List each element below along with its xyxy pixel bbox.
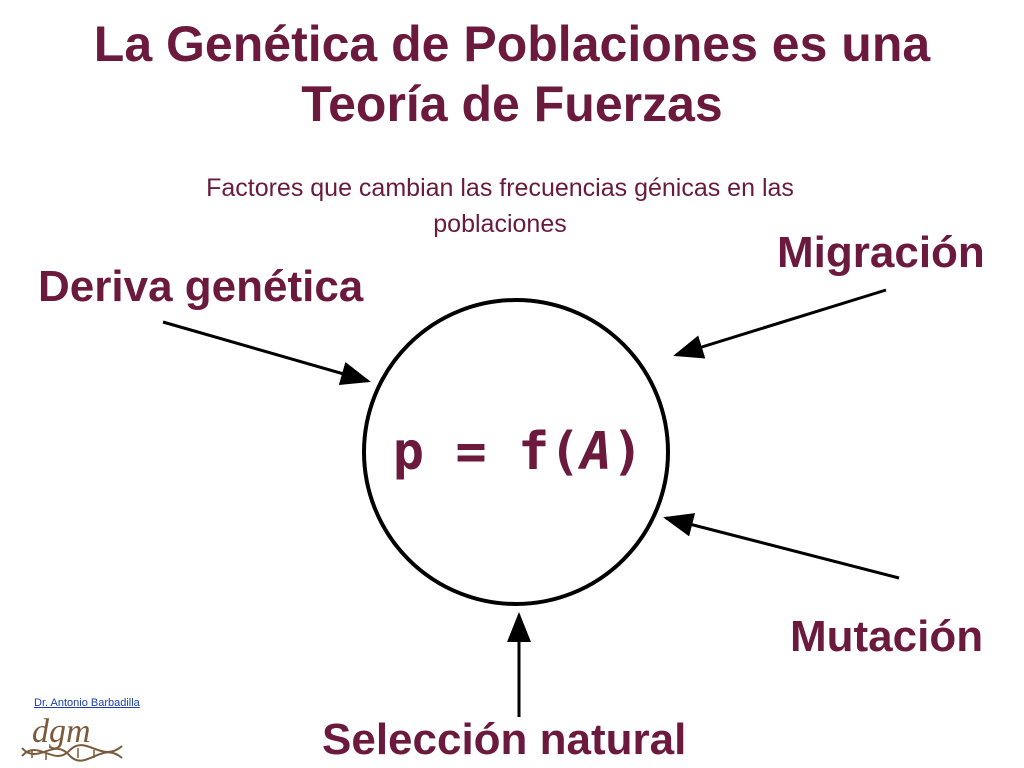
page-title: La Genética de Poblaciones es una Teoría… bbox=[40, 14, 984, 134]
subtitle-line-1: Factores que cambian las frecuencias gén… bbox=[206, 174, 794, 202]
logo-text: dgm bbox=[32, 713, 91, 750]
label-migracion: Migración bbox=[777, 228, 985, 277]
title-line-1: La Genética de Poblaciones es una bbox=[93, 16, 931, 72]
arrow-deriva bbox=[162, 320, 371, 386]
subtitle-line-2: poblaciones bbox=[433, 210, 567, 238]
author-link[interactable]: Dr. Antonio Barbadilla bbox=[34, 697, 140, 709]
dna-helix-icon: dgm bbox=[21, 713, 123, 762]
subtitle: Factores que cambian las frecuencias gén… bbox=[110, 170, 890, 242]
arrow-mutacion bbox=[663, 513, 900, 580]
title-line-2: Teoría de Fuerzas bbox=[301, 76, 723, 132]
formula: p = f(A) bbox=[368, 420, 668, 484]
label-deriva-genetica: Deriva genética bbox=[38, 262, 364, 311]
label-seleccion-natural: Selección natural bbox=[322, 715, 687, 764]
formula-rhs: ) bbox=[611, 422, 644, 482]
population-circle bbox=[362, 298, 670, 606]
label-mutacion: Mutación bbox=[790, 612, 984, 661]
formula-lhs: p = f( bbox=[392, 422, 581, 482]
arrow-migracion bbox=[673, 288, 887, 359]
formula-variable: A bbox=[580, 422, 612, 482]
